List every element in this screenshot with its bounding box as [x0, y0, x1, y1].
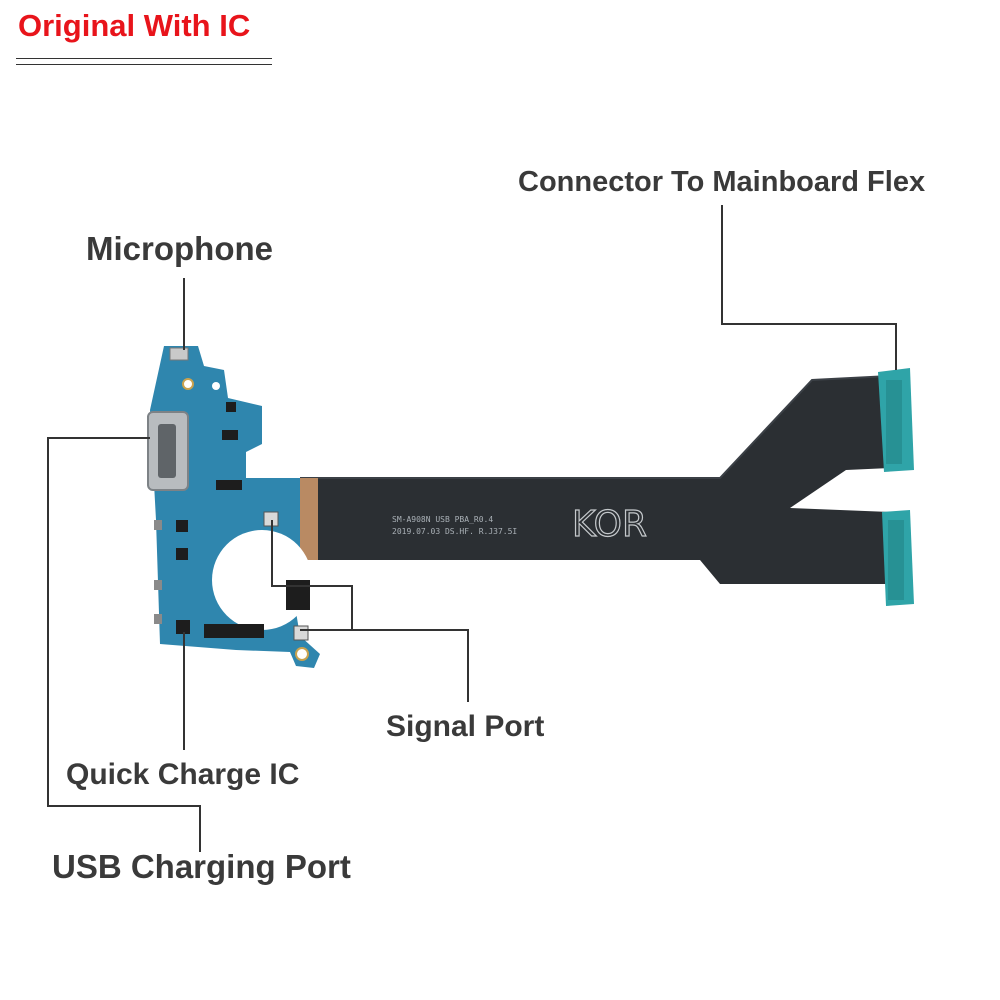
flex-cable: SM-A908N USB PBA_R0.4 2019.07.03 DS.HF. … — [300, 375, 891, 584]
signal-port-leader — [271, 520, 469, 702]
signal-port-lower — [293, 625, 309, 641]
original-with-ic-badge: Original With IC — [18, 8, 251, 43]
flex-print-line2: 2019.07.03 DS.HF. R.J37.5I — [392, 527, 517, 536]
badge-underline-top — [16, 58, 272, 59]
flex-print-mark: KOR — [572, 504, 647, 545]
flex-stiffener — [300, 478, 318, 560]
board-connector — [204, 624, 264, 638]
microphone-component — [169, 347, 189, 361]
leader-lines — [47, 205, 897, 852]
badge-underline-bottom — [16, 64, 272, 65]
quick-charge-ic — [176, 620, 190, 634]
flex-print-line1: SM-A908N USB PBA_R0.4 — [392, 515, 493, 524]
connector-leader — [721, 205, 897, 370]
connector-label: Connector To Mainboard Flex — [518, 166, 926, 198]
microphone-label: Microphone — [86, 230, 273, 267]
mainboard-connectors — [878, 368, 914, 606]
usb-port-leader — [47, 437, 201, 852]
signal-port-label: Signal Port — [386, 710, 545, 743]
usb-port-label: USB Charging Port — [52, 848, 351, 885]
quick-charge-label: Quick Charge IC — [66, 758, 300, 791]
charging-pcb-board — [147, 346, 320, 668]
